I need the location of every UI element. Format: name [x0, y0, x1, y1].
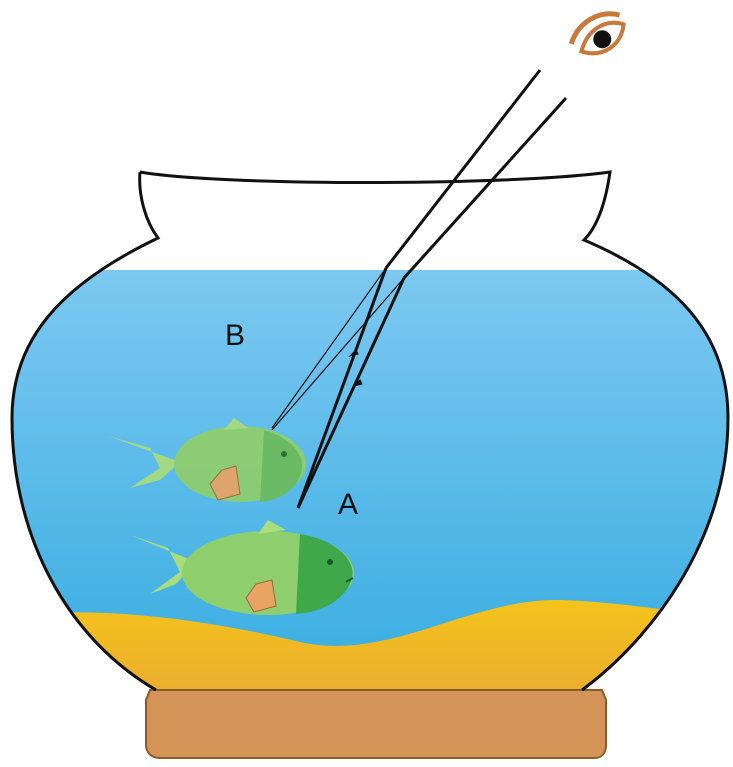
eye-icon: [566, 4, 632, 65]
label-a: A: [338, 488, 358, 521]
bowl-base: [146, 690, 606, 758]
label-b: B: [225, 319, 245, 352]
